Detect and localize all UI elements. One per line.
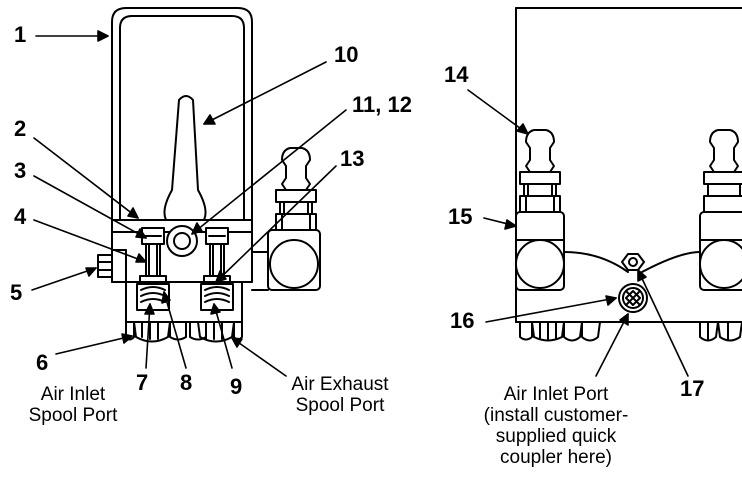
guard-handle-inner <box>119 15 245 221</box>
callout-9: 9 <box>230 374 243 399</box>
caption-air-inlet-spool-port: Air Inlet Spool Port <box>28 384 118 426</box>
lever <box>163 95 207 226</box>
hex-plug <box>621 253 645 271</box>
left-spool <box>136 227 170 311</box>
callout-11-12: 11, 12 <box>352 92 412 117</box>
leader-lines <box>31 30 689 377</box>
side-nut <box>97 254 113 278</box>
guard-handle <box>111 7 253 221</box>
callout-3: 3 <box>14 158 27 183</box>
callout-1: 1 <box>14 22 27 47</box>
callout-2: 2 <box>14 116 27 141</box>
callout-10: 10 <box>334 42 359 67</box>
right-bottom-nuts <box>519 321 742 342</box>
right-view-coupler-right <box>699 129 742 291</box>
callout-4: 4 <box>14 204 27 229</box>
bottom-nuts <box>125 321 243 343</box>
callout-5: 5 <box>10 280 23 305</box>
callout-17: 17 <box>680 376 705 401</box>
callout-7: 7 <box>136 370 149 395</box>
side-port-body <box>111 249 127 283</box>
air-inlet-port <box>618 283 648 313</box>
caption-air-inlet-port: Air Inlet Port (install customer- suppli… <box>483 384 629 468</box>
pivot-outer <box>166 225 198 257</box>
callout-6: 6 <box>36 350 49 375</box>
callout-13: 13 <box>340 146 365 171</box>
left-view <box>97 7 321 343</box>
right-view <box>515 7 742 342</box>
callout-8: 8 <box>180 370 193 395</box>
caption-air-exhaust-spool-port: Air Exhaust Spool Port <box>291 374 389 416</box>
left-view-coupler <box>251 147 321 291</box>
callout-14: 14 <box>444 62 469 87</box>
right-view-coupler-left <box>515 129 565 291</box>
callout-16: 16 <box>450 308 475 333</box>
callout-15: 15 <box>448 204 473 229</box>
pivot-inner <box>173 232 191 250</box>
